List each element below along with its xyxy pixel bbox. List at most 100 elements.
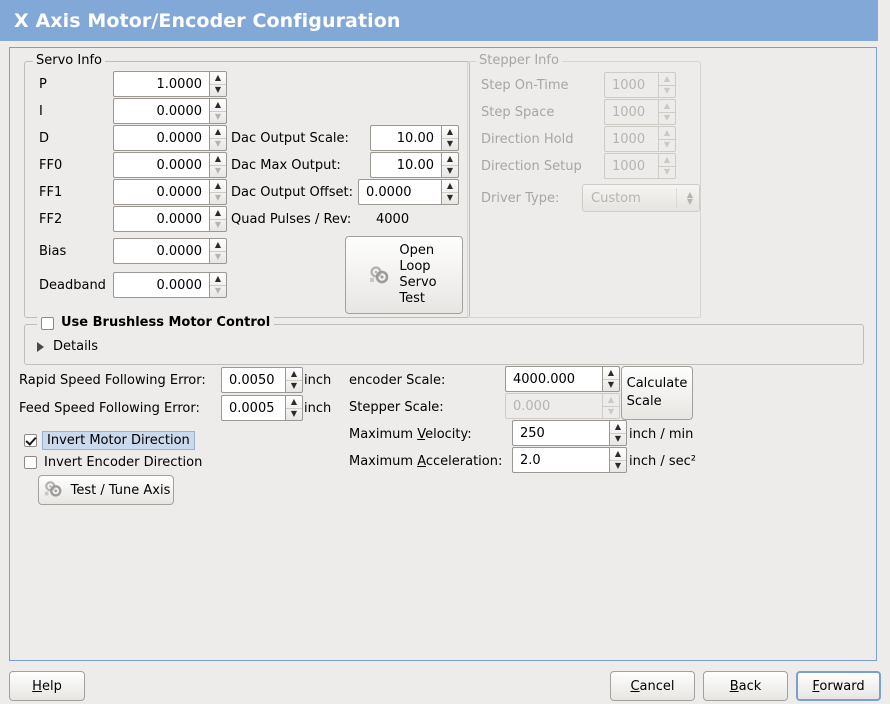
servo-p-stepper[interactable]: ▲ ▼ <box>209 71 227 97</box>
servo-ff1-value[interactable]: 0.0000 <box>113 179 209 205</box>
help-button[interactable]: Help <box>9 671 85 701</box>
back-button[interactable]: Back <box>703 671 788 701</box>
rapid-speed-following-error-spin[interactable]: 0.0050 ▲ ▼ <box>221 367 303 393</box>
open-loop-servo-test-button[interactable]: Open Loop Servo Test <box>345 236 463 314</box>
spin-down-icon[interactable]: ▼ <box>214 252 222 262</box>
servo-i-stepper[interactable]: ▲ ▼ <box>209 98 227 124</box>
spin-up-icon[interactable]: ▲ <box>442 180 458 193</box>
spin-down-icon[interactable]: ▼ <box>446 193 454 203</box>
details-expander[interactable]: Details <box>37 339 98 354</box>
dac-output-offset-spin[interactable]: 0.0000 ▲ ▼ <box>358 179 459 205</box>
spin-down-icon[interactable]: ▼ <box>614 434 622 444</box>
servo-d-spin[interactable]: 0.0000 ▲ ▼ <box>113 125 227 151</box>
maximum-velocity-label: Maximum Velocity: <box>349 427 472 442</box>
feed-speed-following-error-value[interactable]: 0.0005 <box>221 395 285 421</box>
spin-up-icon[interactable]: ▲ <box>210 72 226 85</box>
servo-ff0-spin[interactable]: 0.0000 ▲ ▼ <box>113 152 227 178</box>
spin-down-icon[interactable]: ▼ <box>214 286 222 296</box>
spin-up-icon[interactable]: ▲ <box>286 396 302 409</box>
dac-output-offset-value[interactable]: 0.0000 <box>358 179 441 205</box>
checkbox-box[interactable] <box>24 456 37 469</box>
rapid-spin-stepper[interactable]: ▲ ▼ <box>285 367 303 393</box>
checkbox-box[interactable] <box>41 316 54 330</box>
servo-i-value[interactable]: 0.0000 <box>113 98 209 124</box>
use-brushless-motor-control-checkbox[interactable]: Use Brushless Motor Control <box>37 316 275 330</box>
calculate-scale-line-1: Calculate <box>626 376 688 391</box>
calculate-scale-button[interactable]: Calculate Scale <box>621 366 693 420</box>
spin-down-icon[interactable]: ▼ <box>214 112 222 122</box>
spin-down-icon[interactable]: ▼ <box>446 166 454 176</box>
maximum-velocity-value[interactable]: 250 <box>512 420 609 446</box>
spin-down-icon[interactable]: ▼ <box>214 85 222 95</box>
encoder-scale-spin[interactable]: 4000.000 ▲ ▼ <box>505 366 620 392</box>
servo-deadband-stepper[interactable]: ▲ ▼ <box>209 272 227 298</box>
spin-down-icon[interactable]: ▼ <box>214 139 222 149</box>
dac-output-scale-value[interactable]: 10.00 <box>370 125 441 151</box>
maximum-acceleration-spin[interactable]: 2.0 ▲ ▼ <box>512 447 627 473</box>
dac-output-offset-stepper[interactable]: ▲ ▼ <box>441 179 459 205</box>
invert-motor-direction-checkbox[interactable]: Invert Motor Direction <box>24 431 195 450</box>
spin-up-icon[interactable]: ▲ <box>210 180 226 193</box>
spin-down-icon[interactable]: ▼ <box>214 193 222 203</box>
encoder-scale-stepper[interactable]: ▲ ▼ <box>602 366 620 392</box>
spin-up-icon[interactable]: ▲ <box>286 368 302 381</box>
maximum-velocity-spin[interactable]: 250 ▲ ▼ <box>512 420 627 446</box>
maximum-acceleration-stepper[interactable]: ▲ ▼ <box>609 447 627 473</box>
servo-bias-spin[interactable]: 0.0000 ▲ ▼ <box>113 238 227 264</box>
cancel-label: Cancel <box>630 678 675 694</box>
servo-ff0-value[interactable]: 0.0000 <box>113 152 209 178</box>
spin-up-icon[interactable]: ▲ <box>210 99 226 112</box>
encoder-scale-value[interactable]: 4000.000 <box>505 366 602 392</box>
servo-d-stepper[interactable]: ▲ ▼ <box>209 125 227 151</box>
servo-ff1-spin[interactable]: 0.0000 ▲ ▼ <box>113 179 227 205</box>
spin-down-icon[interactable]: ▼ <box>446 139 454 149</box>
spin-up-icon[interactable]: ▲ <box>442 126 458 139</box>
chevron-right-icon[interactable] <box>37 341 44 352</box>
feed-spin-stepper[interactable]: ▲ ▼ <box>285 395 303 421</box>
servo-p-label: P <box>39 77 47 92</box>
servo-deadband-spin[interactable]: 0.0000 ▲ ▼ <box>113 272 227 298</box>
spin-down-icon[interactable]: ▼ <box>214 166 222 176</box>
servo-p-spin[interactable]: 1.0000 ▲ ▼ <box>113 71 227 97</box>
dac-max-output-spin[interactable]: 10.00 ▲ ▼ <box>370 152 459 178</box>
spin-up-icon: ▲ <box>659 154 675 167</box>
spin-up-icon[interactable]: ▲ <box>210 239 226 252</box>
servo-ff0-stepper[interactable]: ▲ ▼ <box>209 152 227 178</box>
servo-ff2-value[interactable]: 0.0000 <box>113 206 209 232</box>
spin-up-icon[interactable]: ▲ <box>610 421 626 434</box>
servo-i-spin[interactable]: 0.0000 ▲ ▼ <box>113 98 227 124</box>
maximum-acceleration-value[interactable]: 2.0 <box>512 447 609 473</box>
maximum-velocity-stepper[interactable]: ▲ ▼ <box>609 420 627 446</box>
forward-button[interactable]: Forward <box>796 671 881 701</box>
feed-speed-following-error-spin[interactable]: 0.0005 ▲ ▼ <box>221 395 303 421</box>
spin-down-icon[interactable]: ▼ <box>290 409 298 419</box>
spin-up-icon[interactable]: ▲ <box>210 207 226 220</box>
spin-up-icon[interactable]: ▲ <box>210 273 226 286</box>
spin-down-icon[interactable]: ▼ <box>607 380 615 390</box>
spin-down-icon[interactable]: ▼ <box>214 220 222 230</box>
rapid-speed-following-error-value[interactable]: 0.0050 <box>221 367 285 393</box>
spin-up-icon[interactable]: ▲ <box>210 153 226 166</box>
spin-up-icon[interactable]: ▲ <box>210 126 226 139</box>
test-tune-axis-button[interactable]: Test / Tune Axis <box>38 475 174 505</box>
dac-max-output-value[interactable]: 10.00 <box>370 152 441 178</box>
spin-down-icon[interactable]: ▼ <box>290 381 298 391</box>
servo-deadband-value[interactable]: 0.0000 <box>113 272 209 298</box>
dac-output-scale-stepper[interactable]: ▲ ▼ <box>441 125 459 151</box>
spin-up-icon[interactable]: ▲ <box>442 153 458 166</box>
servo-ff2-spin[interactable]: 0.0000 ▲ ▼ <box>113 206 227 232</box>
cancel-button[interactable]: Cancel <box>610 671 695 701</box>
servo-d-value[interactable]: 0.0000 <box>113 125 209 151</box>
servo-bias-value[interactable]: 0.0000 <box>113 238 209 264</box>
spin-up-icon[interactable]: ▲ <box>610 448 626 461</box>
dac-output-scale-spin[interactable]: 10.00 ▲ ▼ <box>370 125 459 151</box>
servo-ff1-stepper[interactable]: ▲ ▼ <box>209 179 227 205</box>
dac-max-output-stepper[interactable]: ▲ ▼ <box>441 152 459 178</box>
checkbox-box[interactable] <box>24 434 37 447</box>
invert-encoder-direction-checkbox[interactable]: Invert Encoder Direction <box>24 455 202 470</box>
servo-ff2-stepper[interactable]: ▲ ▼ <box>209 206 227 232</box>
servo-p-value[interactable]: 1.0000 <box>113 71 209 97</box>
servo-bias-stepper[interactable]: ▲ ▼ <box>209 238 227 264</box>
spin-down-icon[interactable]: ▼ <box>614 461 622 471</box>
spin-up-icon[interactable]: ▲ <box>603 367 619 380</box>
